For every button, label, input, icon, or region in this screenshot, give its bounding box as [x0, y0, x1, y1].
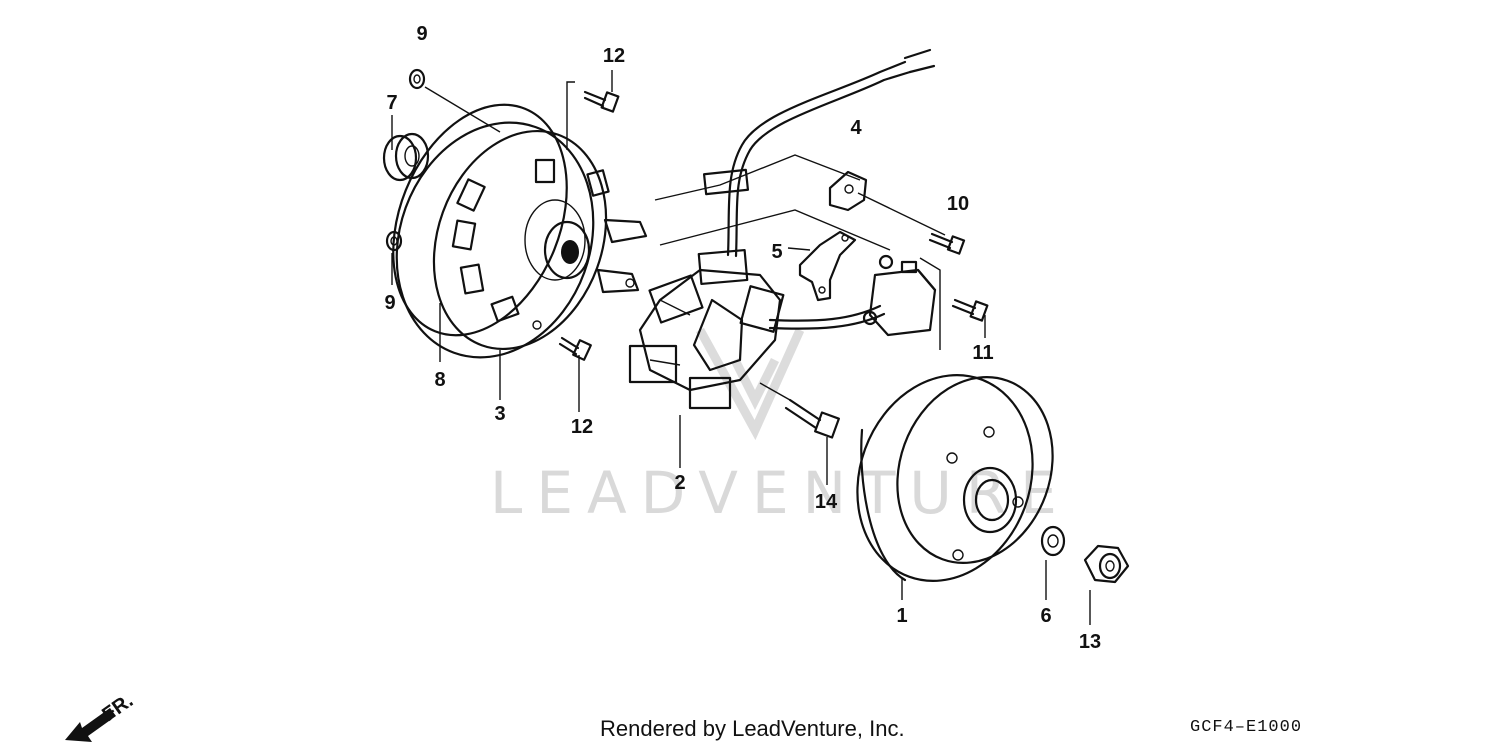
callout-label: 12	[603, 45, 625, 67]
watermark: LEADVENTURE	[490, 459, 1071, 527]
callout-label: 6	[1040, 605, 1051, 627]
bolt-11	[951, 298, 989, 322]
callout-label: 14	[815, 491, 838, 513]
bolt-10	[928, 232, 966, 255]
front-direction-arrow: FR.	[65, 690, 137, 742]
callout-label: 3	[494, 403, 505, 425]
callout-label: 11	[972, 342, 993, 364]
callout-label: 9	[384, 292, 395, 314]
callout-label: 2	[674, 472, 685, 494]
callout-label: 10	[947, 193, 969, 215]
leader-lines	[391, 70, 1091, 625]
footer-credit: Rendered by LeadVenture, Inc.	[600, 716, 905, 741]
callout-label: 9	[416, 23, 427, 45]
screw-lower	[558, 336, 592, 361]
stator-coil	[628, 248, 785, 410]
pulser-generator	[862, 254, 937, 337]
flywheel-nut	[1083, 544, 1130, 584]
callout-label: 4	[850, 117, 862, 139]
pulser-bracket	[798, 230, 857, 302]
washer-top	[408, 68, 426, 90]
flywheel	[856, 374, 1054, 582]
callout-label: 13	[1079, 631, 1101, 653]
o-ring-seal	[392, 103, 568, 337]
flywheel-washer	[1040, 525, 1066, 557]
callout-label: 7	[386, 92, 397, 114]
wire-clamp	[828, 170, 868, 212]
callout-label: 1	[896, 605, 907, 627]
washer-bottom	[385, 230, 403, 252]
callout-label: 8	[434, 369, 445, 391]
bolt-14	[784, 398, 840, 439]
wiring-harness	[702, 48, 936, 330]
callout-label: 5	[771, 241, 782, 263]
watermark-logo	[696, 327, 805, 441]
oil-seal	[382, 132, 430, 182]
screw-upper	[583, 90, 620, 113]
callout-label: 12	[571, 416, 593, 438]
diagram-code: GCF4–E1000	[1190, 718, 1303, 737]
stator-base-plate	[395, 121, 648, 359]
